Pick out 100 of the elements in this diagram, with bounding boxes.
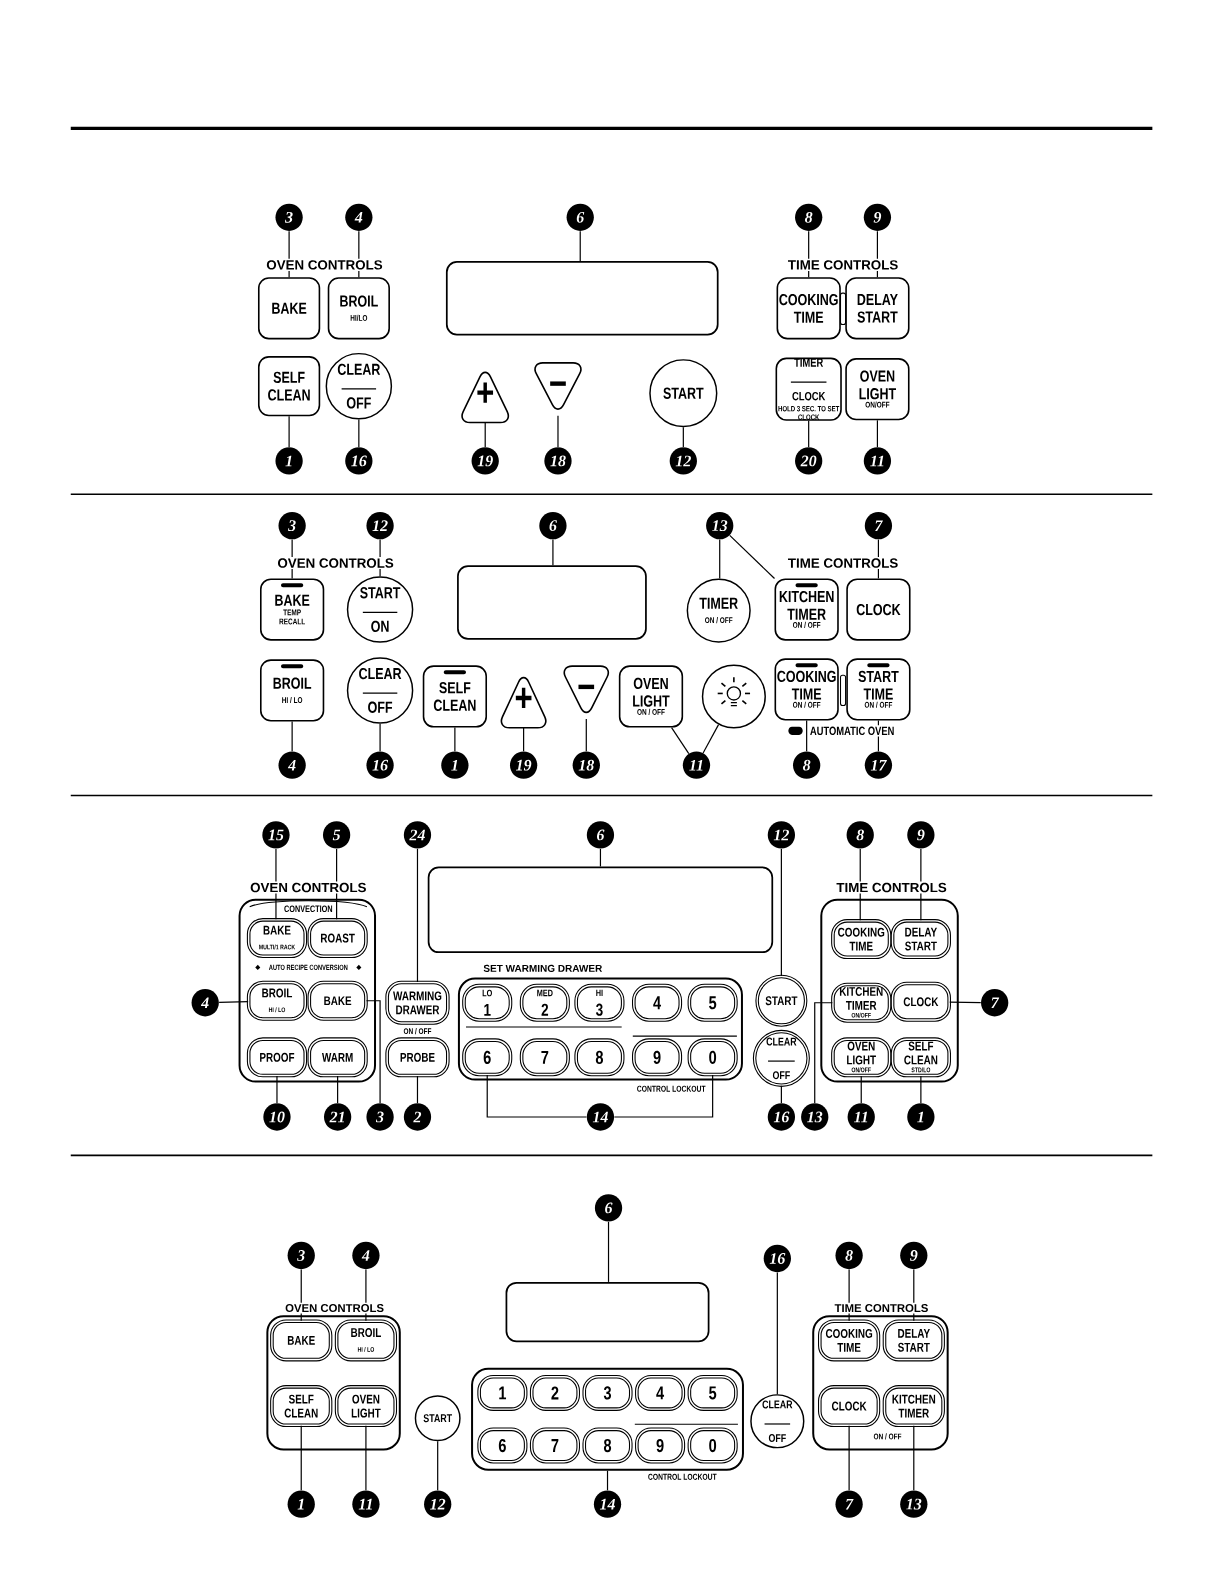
- display-window: [457, 565, 647, 640]
- control-button: BROIL HI / LO: [259, 659, 325, 722]
- leader-line: [776, 1271, 778, 1395]
- section-heading: OVEN CONTROLS: [276, 557, 396, 570]
- callout-number: 11: [352, 1490, 380, 1518]
- round-button: START ON: [346, 576, 414, 643]
- callout-number: 20: [794, 447, 823, 475]
- callout-number: 19: [509, 751, 538, 779]
- control-button: OVEN LIGHT ON / OFF: [618, 665, 684, 728]
- leader-line: [365, 1425, 367, 1491]
- keypad-button: 3: [582, 1374, 633, 1411]
- callout-number: 14: [593, 1490, 622, 1518]
- leader-line: [780, 1085, 782, 1104]
- round-button: START: [414, 1395, 461, 1442]
- control-button: PROBE: [385, 1037, 450, 1078]
- leader-line: [522, 727, 525, 752]
- callout-number: 7: [864, 512, 892, 540]
- keypad-button: 5: [687, 983, 738, 1022]
- control-button: WARMING DRAWER: [385, 980, 450, 1025]
- control-button: BAKE TEMP RECALL: [259, 578, 325, 641]
- callout-number: 14: [586, 1103, 615, 1131]
- control-button: START TIME ON / OFF: [846, 658, 911, 721]
- section-heading: TIME CONTROLS: [835, 881, 949, 894]
- callout-number: 6: [594, 1194, 623, 1222]
- control-button: CLOCK: [846, 578, 911, 641]
- control-button: BAKE: [270, 1319, 333, 1362]
- leader-line: [336, 1075, 339, 1104]
- control-button: COOKING TIME ON / OFF: [774, 658, 839, 721]
- section-heading: TIME CONTROLS: [833, 1302, 930, 1314]
- control-button: BROIL HI/LO: [327, 277, 390, 340]
- callout-number: 12: [767, 821, 795, 849]
- control-button: COOKING TIME: [831, 919, 892, 960]
- leader-line: [806, 719, 808, 752]
- minus-button: −: [563, 665, 610, 714]
- leader-line: [920, 1075, 922, 1104]
- leader-line: [913, 1425, 915, 1491]
- leader-line: [780, 848, 782, 977]
- leader-line: [606, 1470, 609, 1491]
- leader-line: [949, 1001, 982, 1004]
- callout-number: 21: [323, 1103, 352, 1131]
- keypad-button: 6: [477, 1427, 528, 1464]
- leader-line: [454, 727, 456, 752]
- control-button: DELAY START: [882, 1319, 945, 1362]
- callout-number: 12: [366, 512, 394, 540]
- leader-line: [218, 1000, 249, 1003]
- button-group-frame: [238, 898, 376, 1083]
- callout-number: 24: [403, 821, 432, 849]
- callout-number: 3: [287, 1241, 315, 1270]
- keypad-button: 0: [687, 1427, 738, 1464]
- callout-number: 7: [835, 1490, 863, 1518]
- callout-number: 16: [763, 1244, 791, 1273]
- callout-number: 1: [287, 1490, 315, 1518]
- leader-line: [729, 534, 776, 580]
- keypad-button: 9: [631, 1038, 683, 1077]
- leader-line: [876, 419, 878, 448]
- callout-number: 16: [345, 447, 373, 475]
- callout-number: 8: [846, 821, 874, 849]
- round-button: START: [755, 974, 808, 1027]
- control-button: OVEN LIGHT: [334, 1385, 397, 1428]
- callout-number: 18: [544, 447, 572, 475]
- callout-number: 1: [907, 1103, 935, 1131]
- keypad-button: LO 1: [462, 983, 513, 1022]
- leader-line: [486, 1074, 588, 1118]
- keypad-button: 6: [462, 1038, 513, 1077]
- group-label: CONTROL LOCKOUT: [637, 1085, 706, 1092]
- group-label: CONTROL LOCKOUT: [648, 1473, 717, 1480]
- callout-number: 4: [278, 751, 306, 779]
- leader-line: [288, 415, 290, 448]
- plus-button: +: [461, 371, 510, 424]
- callout-number: 11: [682, 751, 711, 779]
- leader-line: [416, 848, 418, 983]
- keypad-button: 4: [631, 983, 683, 1022]
- button-caption: ON / OFF: [403, 1028, 432, 1035]
- keypad-button: 5: [687, 1374, 738, 1411]
- control-button: BAKE: [307, 980, 368, 1021]
- leader-line: [599, 848, 601, 868]
- callout-number: 16: [767, 1103, 795, 1131]
- section-heading: OVEN CONTROLS: [264, 258, 384, 271]
- control-button: COOKING TIME: [776, 277, 841, 340]
- section-heading: OVEN CONTROLS: [248, 881, 368, 894]
- callout-number: 10: [263, 1103, 291, 1131]
- leader-line: [808, 420, 810, 448]
- callout-number: 4: [345, 203, 373, 231]
- leader-line: [848, 1425, 850, 1491]
- callout-number: 13: [801, 1103, 829, 1131]
- round-button: CLEAR OFF: [750, 1394, 805, 1449]
- callout-number: 3: [275, 203, 303, 231]
- callout-number: 9: [863, 203, 891, 231]
- round-button: CLEAR OFF: [752, 1029, 810, 1087]
- callout-number: 12: [669, 447, 697, 475]
- callout-number: 12: [424, 1490, 452, 1518]
- round-button: CLEAR OFF: [325, 352, 393, 420]
- callout-number: 16: [366, 751, 394, 779]
- light-button: [701, 664, 766, 729]
- control-button: WARM: [307, 1037, 368, 1078]
- callout-number: 15: [262, 821, 290, 849]
- callout-number: 9: [900, 1241, 928, 1270]
- control-button: PROOF: [246, 1037, 307, 1078]
- section-heading: OVEN CONTROLS: [283, 1302, 386, 1314]
- leader-line: [607, 1221, 610, 1283]
